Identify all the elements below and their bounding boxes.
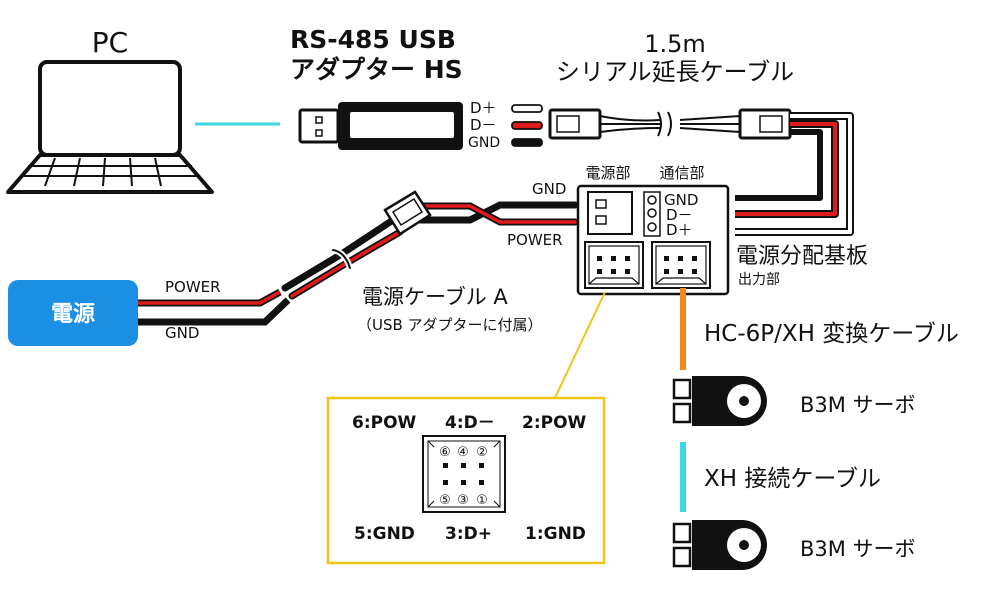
power-cable-power-label: POWER [507, 231, 563, 249]
pin-5-label: 5:GND [354, 524, 415, 544]
usb-adapter-icon [298, 102, 463, 150]
power-source-gnd-label: GND [165, 324, 199, 342]
pin-1-label: 1:GND [525, 524, 586, 544]
pin-4-label: 4:D－ [445, 413, 495, 433]
power-source-power-label: POWER [165, 278, 221, 296]
power-cable-connector [383, 190, 432, 236]
conversion-cable-label: HC-6P/XH 変換ケーブル [704, 321, 959, 347]
adapter-wire-white [511, 104, 543, 113]
serial-cable [548, 108, 792, 140]
usb-adapter-label-line1: RS-485 USB [290, 25, 456, 54]
power-cable-a [281, 201, 579, 300]
power-source-box [8, 280, 138, 346]
serial-to-board-wires [735, 112, 854, 236]
servo-icon-2 [672, 520, 767, 570]
board-power-section-label: 電源部 [585, 164, 630, 182]
power-cable-note: （USB アダプターに付属） [357, 316, 543, 334]
pin-num-2: ② [476, 445, 488, 460]
board-comm-section-label: 通信部 [659, 164, 704, 182]
pc-label: PC [92, 26, 128, 59]
laptop-icon [6, 60, 214, 194]
xh-cable-label: XH 接続ケーブル [704, 466, 881, 492]
pin-num-3: ③ [457, 493, 469, 508]
pin-2-label: 2:POW [522, 413, 587, 433]
adapter-wire-black [511, 138, 543, 147]
board-name: 電源分配基板 [736, 244, 868, 269]
power-distribution-board [576, 184, 730, 296]
pinout-connector-icon [422, 435, 506, 513]
pin-6-label: 6:POW [352, 413, 417, 433]
serial-cable-length: 1.5m [644, 30, 706, 58]
adapter-pin-gnd: GND [468, 135, 500, 151]
serial-cable-name: シリアル延長ケーブル [556, 58, 794, 86]
power-cable-gnd-label: GND [532, 180, 566, 198]
servo-2-label: B3M サーボ [800, 537, 916, 561]
adapter-pin-d-plus: D＋ [470, 99, 497, 117]
adapter-wire-red [511, 121, 543, 130]
power-source-wires [138, 288, 291, 326]
board-gnd-label: GND [664, 191, 698, 209]
usb-adapter-label-line2: アダプター HS [290, 55, 463, 84]
board-d-plus-label: D＋ [666, 221, 693, 239]
board-output-label: 出力部 [738, 272, 780, 288]
pinout-callout-line [554, 291, 606, 399]
pin-num-4: ④ [457, 445, 469, 460]
power-source-label: 電源 [51, 302, 95, 327]
power-cable-name: 電源ケーブル A [362, 285, 508, 309]
pin-3-label: 3:D+ [445, 524, 492, 544]
pin-num-6: ⑥ [439, 445, 451, 460]
board-d-minus-label: D－ [666, 206, 693, 224]
servo-1-label: B3M サーボ [800, 393, 916, 417]
pin-num-1: ① [476, 493, 488, 508]
pin-num-5: ⑤ [439, 493, 451, 508]
adapter-pin-d-minus: D－ [470, 116, 497, 134]
servo-icon-1 [672, 376, 767, 426]
